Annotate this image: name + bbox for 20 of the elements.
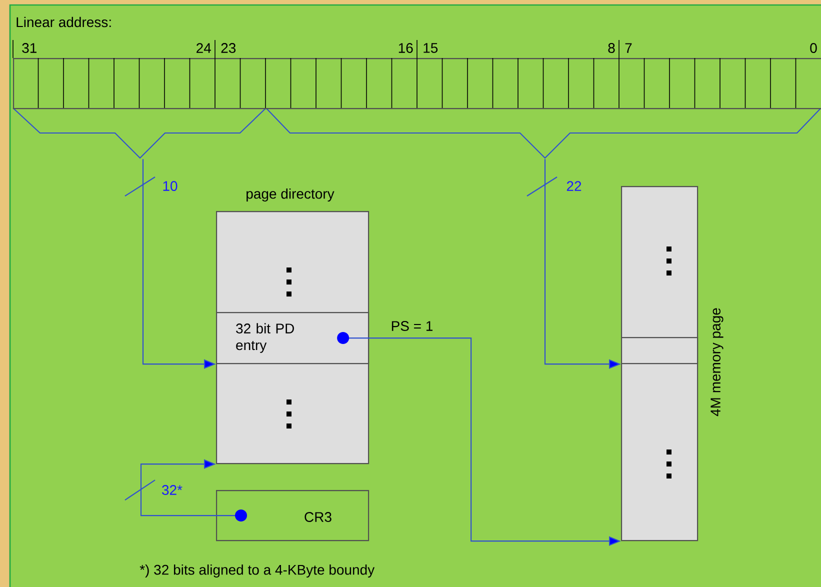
bit-number: 24: [196, 43, 211, 53]
edge-label: PS = 1: [392, 321, 432, 331]
bit-number: 0: [810, 43, 817, 53]
edge-label: 22: [566, 181, 582, 191]
bit-number: 31: [22, 43, 36, 53]
bit-number: 16: [398, 43, 413, 53]
bit-field: Linear address: 31 24 23 16 15 8 7 0: [12, 16, 821, 110]
register-box: CR3: [216, 490, 370, 542]
table-row: 32 bit PD entry: [216, 312, 370, 364]
memory-page-box: 4M memory page: [621, 186, 724, 542]
edge-label: 10: [163, 181, 178, 191]
bit-number: 7: [625, 43, 632, 53]
bit-number: 8: [608, 43, 615, 53]
footnote: *) 32 bits aligned to a 4-KByte boundy: [140, 564, 375, 578]
table-row: [621, 337, 698, 364]
edge-label: 32*: [162, 485, 182, 495]
bit-number: 15: [424, 43, 438, 53]
bit-number: 23: [221, 43, 236, 53]
arrow: [140, 459, 247, 522]
node-label: Linear address:: [16, 16, 111, 28]
